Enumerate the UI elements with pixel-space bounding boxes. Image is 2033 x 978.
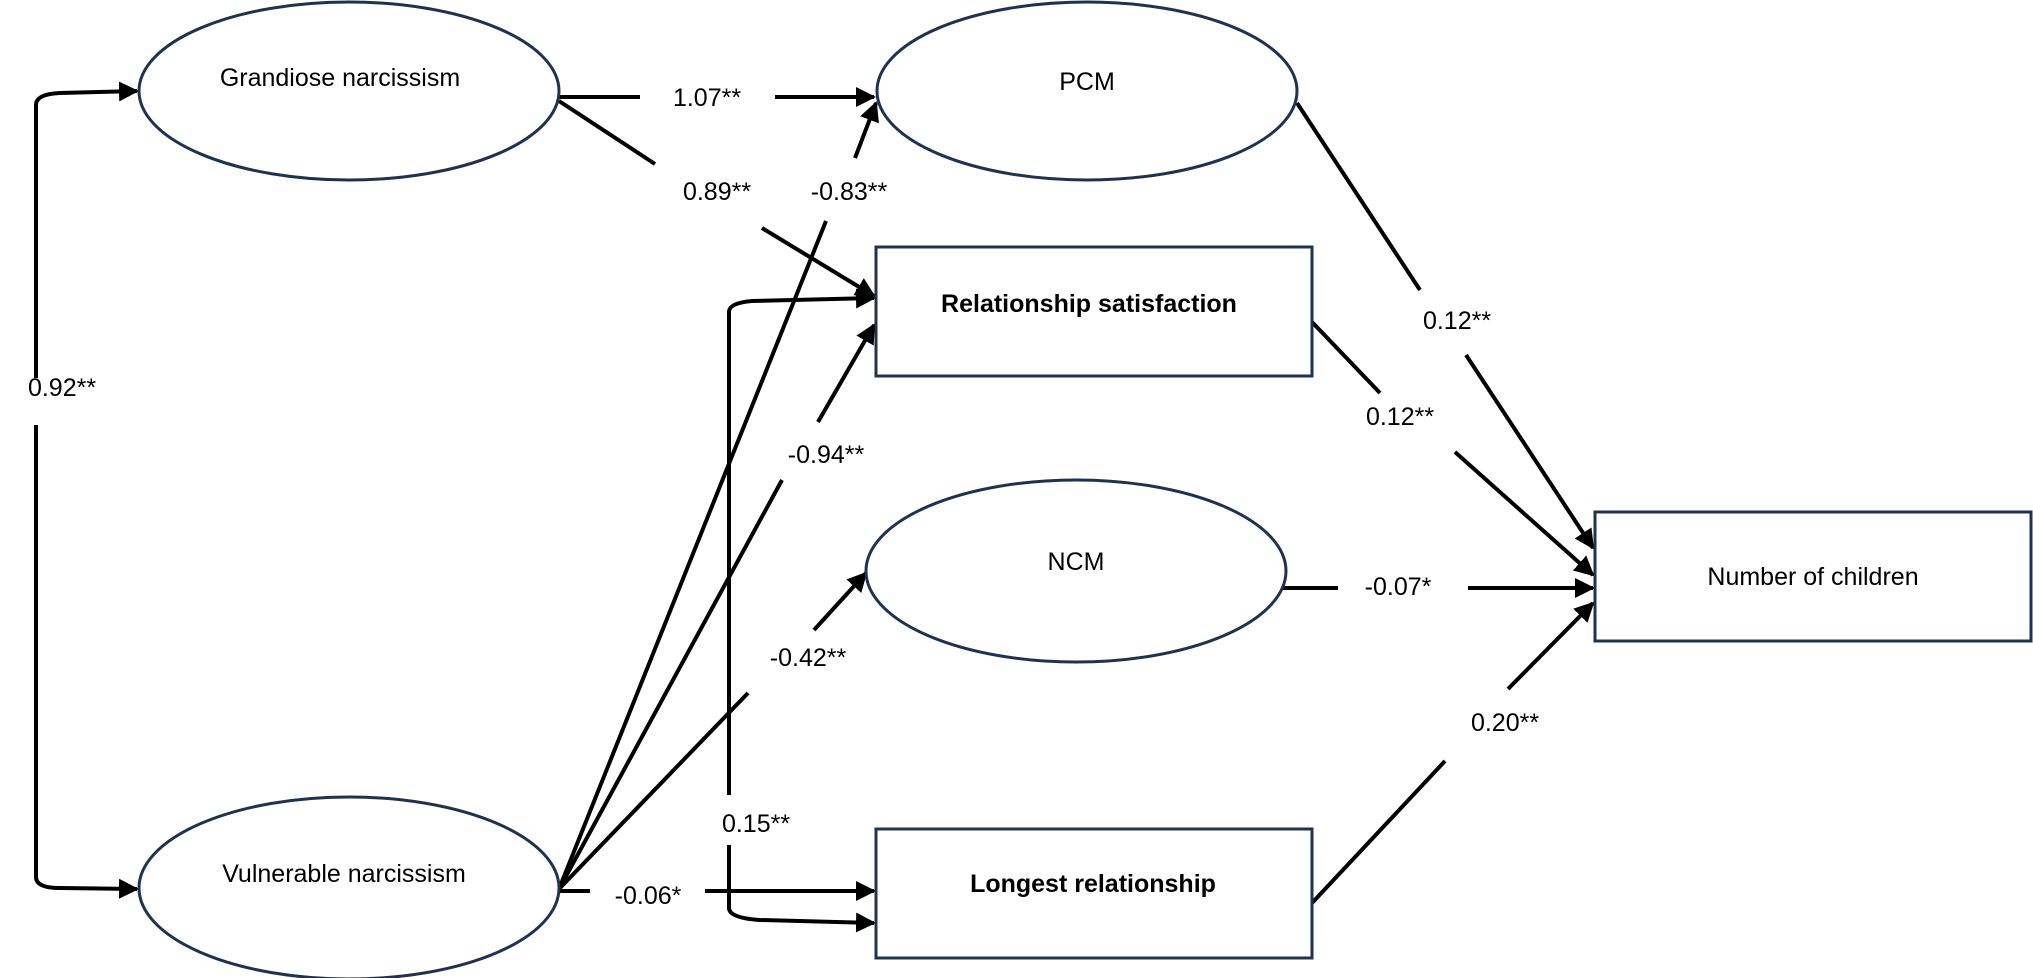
edge-vulnerable-pcm-a <box>557 220 828 890</box>
ellipse-shape <box>864 478 1288 664</box>
edge-vulnerable-relsat-b <box>816 323 876 423</box>
node-vulnerable-narcissism: Vulnerable narcissism <box>137 795 561 978</box>
node-longest-relationship: Longest relationship <box>874 827 1314 960</box>
node-ncm: NCM <box>864 478 1288 664</box>
edge-label-vulnerable-longest: -0.06* <box>615 882 682 910</box>
edge-pcm-children-a <box>1295 101 1422 292</box>
edge-vulnerable-ncm-a <box>557 691 750 891</box>
edge-label-relsat-longest: 0.15** <box>722 810 790 838</box>
rect-shape <box>874 827 1314 960</box>
node-label: Number of children <box>1707 563 1918 591</box>
edge-label-vulnerable-pcm: -0.83** <box>811 178 888 206</box>
edge-relsat-longest-lower <box>727 845 876 933</box>
edge-vulnerable-relsat-a <box>557 479 784 890</box>
node-label: Grandiose narcissism <box>220 64 460 92</box>
edge-pcm-children-b <box>1464 353 1595 550</box>
edge-grandiose-vulnerable <box>34 81 139 378</box>
node-label: PCM <box>1059 68 1115 96</box>
edge-label-relsat-children: 0.12** <box>1366 403 1434 431</box>
edge-vulnerable-pcm-b <box>853 101 879 159</box>
node-label: Longest relationship <box>970 870 1216 898</box>
edge-relsat-children-b <box>1453 450 1595 577</box>
edge-label-vulnerable-relsat: -0.94** <box>788 441 865 469</box>
edge-label-pcm-children: 0.12** <box>1423 307 1491 335</box>
ellipse-shape <box>137 0 561 182</box>
node-number-of-children: Number of children <box>1593 510 2033 643</box>
edge-label-grandiose-relsat: 0.89** <box>683 178 751 206</box>
node-relationship-satisfaction: Relationship satisfaction <box>874 245 1314 378</box>
edge-longest-children-a <box>1310 759 1447 905</box>
ellipse-shape <box>875 0 1299 182</box>
edge-grandiose-vulnerable-lower <box>34 425 139 899</box>
ellipse-shape <box>137 795 561 978</box>
node-label: Relationship satisfaction <box>941 290 1237 318</box>
edge-label-grandiose-pcm: 1.07** <box>673 84 741 112</box>
edge-relsat-longest-upper <box>727 288 876 795</box>
rect-shape <box>1593 510 2033 643</box>
edge-label-ncm-children: -0.07* <box>1365 573 1432 601</box>
edge-label-vulnerable-ncm: -0.42** <box>770 644 847 672</box>
node-label: Vulnerable narcissism <box>222 860 466 888</box>
edge-longest-children-b <box>1506 601 1595 691</box>
edge-grandiose-relsat-b <box>760 226 876 298</box>
edge-label-longest-children: 0.20** <box>1471 709 1539 737</box>
edge-vulnerable-ncm-b <box>812 571 868 632</box>
edge-grandiose-relsat-a <box>557 99 657 166</box>
node-label: NCM <box>1048 548 1105 576</box>
edge-relsat-children-a <box>1310 320 1382 395</box>
node-pcm: PCM <box>875 0 1299 182</box>
rect-shape <box>874 245 1314 378</box>
edge-label-grandiose-vulnerable: 0.92** <box>28 374 96 402</box>
node-grandiose-narcissism: Grandiose narcissism <box>137 0 561 182</box>
